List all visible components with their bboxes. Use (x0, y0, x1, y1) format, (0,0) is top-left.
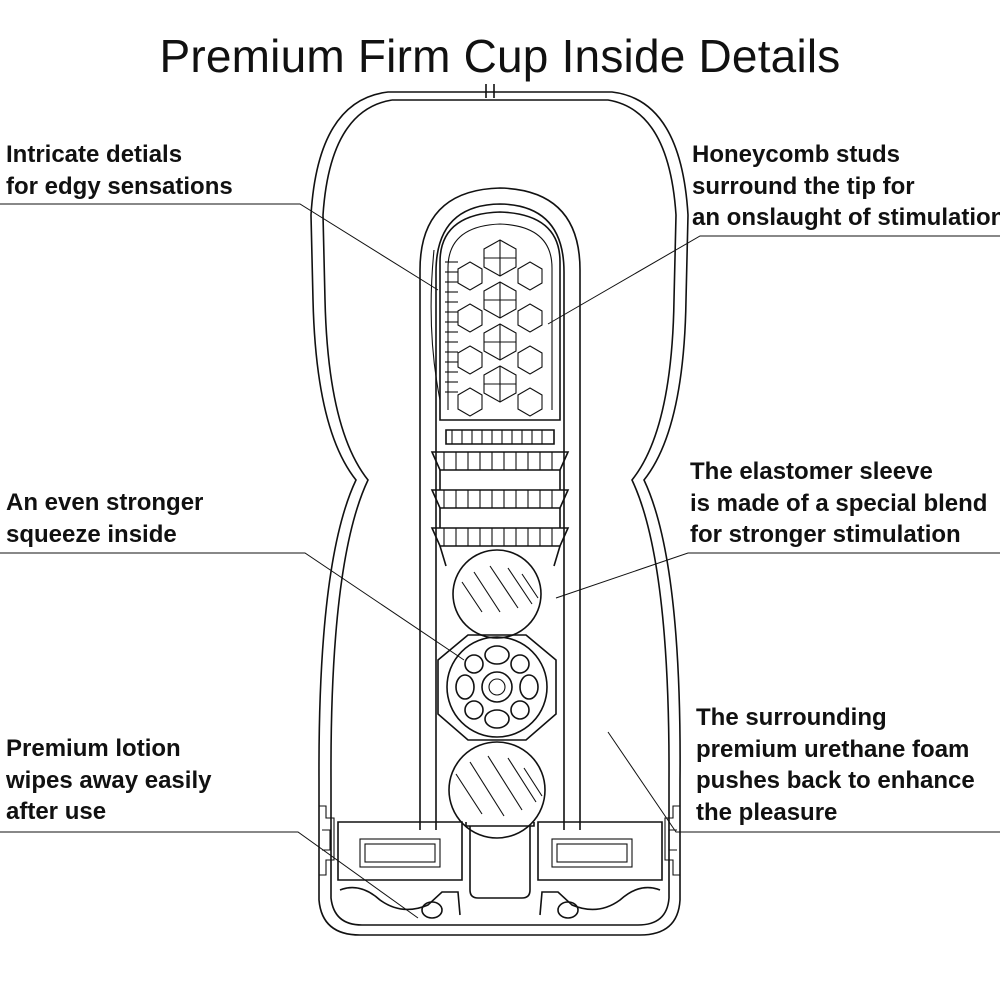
leader-lines (0, 203, 1000, 919)
base-windows (359, 838, 633, 868)
flower-ball (437, 634, 557, 741)
callout-premium-lotion: Premium lotion wipes away easily after u… (6, 735, 212, 825)
leader-line-urethane-foam (607, 731, 1000, 833)
outer-case-outline (310, 91, 689, 806)
side-clips (319, 805, 680, 876)
leader-line-premium-lotion (0, 831, 419, 919)
callout-honeycomb-studs: Honeycomb studs surround the tip for an … (692, 141, 1000, 231)
callout-elastomer-sleeve: The elastomer sleeve is made of a specia… (690, 458, 988, 548)
leader-line-stronger-squeeze (0, 552, 465, 661)
callout-stronger-squeeze: An even stronger squeeze inside (6, 489, 204, 548)
callout-urethane-foam: The surrounding premium urethane foam pu… (696, 704, 975, 826)
callout-intricate-details: Intricate detials for edgy sensations (6, 141, 233, 200)
edge-ridges (430, 249, 458, 401)
upper-diagonal-ball (452, 549, 542, 639)
page-title: Premium Firm Cup Inside Details (159, 29, 841, 82)
gear-rings (430, 429, 570, 567)
gear-teeth (443, 430, 553, 546)
sleeve-outline (419, 187, 581, 830)
honeycomb-tip (439, 211, 561, 421)
lower-diagonal-ball (448, 741, 546, 839)
leader-line-intricate-details (0, 203, 439, 291)
leader-line-elastomer-sleeve (555, 552, 1000, 599)
cup-base (318, 806, 681, 936)
sleeve-inner-outline (435, 203, 565, 830)
leader-line-honeycomb-studs (547, 235, 1000, 325)
outer-case-inner-outline (322, 99, 677, 806)
